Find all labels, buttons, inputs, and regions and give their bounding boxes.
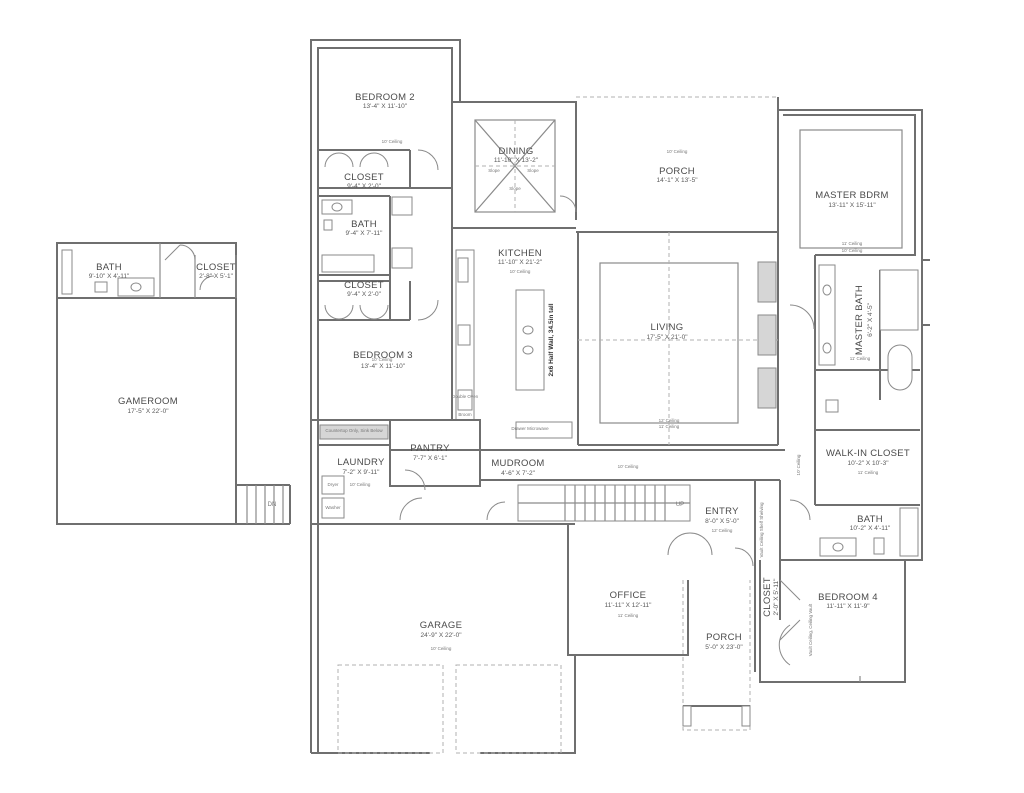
laundry-washer: Washer (325, 505, 341, 510)
entry-ceiling-note: 12' Ceiling (712, 528, 733, 533)
pantry-dim: 7'-7" X 6'-1" (413, 455, 448, 462)
laundry-label: LAUNDRY (337, 457, 385, 468)
living-dim: 17'-5" X 21'-0" (646, 334, 688, 341)
bedroom-wing: 10' Ceiling 10' Ceiling BEDROOM 2 13'-4"… (318, 92, 453, 420)
front-porch-dim: 5'-0" X 23'-0" (705, 644, 743, 651)
garage-label: GARAGE (420, 620, 462, 631)
bedroom2-dim: 13'-4" X 11'-10" (363, 103, 408, 110)
office-dim: 11'-11" X 12'-11" (605, 602, 653, 609)
kitchen-label: KITCHEN (498, 248, 542, 259)
living-ceiling-note-1: 12' Ceiling (659, 418, 680, 423)
garage-dim: 24'-9" X 22'-0" (420, 632, 462, 639)
hall-ceiling-note: 10' Ceiling (796, 454, 801, 475)
walkin-closet-dim: 10'-2" X 10'-3" (847, 460, 889, 467)
closet-b4-label: CLOSET (762, 577, 773, 617)
back-porch-dim: 14'-1" X 13'-5" (656, 177, 698, 184)
back-porch: 10' Ceiling PORCH 14'-1" X 13'-5" (656, 149, 698, 184)
back-porch-label: PORCH (659, 166, 695, 177)
gameroom-closet-dim: 2'-8" X 5'-1" (199, 273, 234, 280)
living-label: LIVING (651, 322, 684, 333)
gameroom-bath-dim: 9'-10" X 4'-11" (89, 273, 130, 280)
kitchen: KITCHEN 11'-10" X 21'-2" 10' Ceiling 2x6… (452, 248, 573, 439)
mudroom-dim: 4'-6" X 7'-2" (501, 470, 536, 477)
laundry-ceiling-note: 10' Ceiling (350, 482, 371, 487)
stairs-down-label: DN (268, 502, 277, 508)
bedroom4-label: BEDROOM 4 (818, 592, 878, 603)
bedroom3-ceiling-note: 10' Ceiling (372, 357, 393, 362)
kitchen-island-note: 2x6 Half Wall, 34.5in tall (548, 303, 555, 376)
kitchen-ceiling-note: 10' Ceiling (510, 269, 531, 274)
entry-label: ENTRY (705, 506, 739, 517)
dining-room: DINING 11'-10" X 13'-2" Slope Slope Slop… (474, 119, 577, 213)
utility-area: UP PANTRY 7'-7" X 6'-1" LAUNDRY 7'-2" X … (318, 419, 691, 522)
closet-b4-dim: 2'-0" X 5'-11" (773, 578, 780, 616)
master-bdrm-label: MASTER BDRM (815, 190, 889, 201)
living-ceiling-note-2: 11' Ceiling (659, 424, 680, 429)
master-bath-ceiling-note: 11' Ceiling (850, 356, 871, 361)
master-ceiling-note-1: 11' Ceiling (842, 241, 863, 246)
garage: GARAGE 24'-9" X 22'-0" 10' Ceiling (337, 620, 562, 754)
bedroom3-dim: 13'-4" X 11'-10" (361, 363, 406, 370)
walkin-closet-label: WALK-IN CLOSET (826, 448, 910, 459)
laundry-counter-note: Countertop Only, Sink Below (325, 428, 383, 433)
bedroom2-label: BEDROOM 2 (355, 92, 415, 103)
bedroom4-entry: BEDROOM 4 11'-11" X 11'-9" Vault Ceiling… (667, 454, 905, 672)
master-suite: 11' Ceiling 10' Ceiling MASTER BDRM 13'-… (789, 129, 920, 557)
dining-dim: 11'-10" X 13'-2" (494, 157, 539, 164)
closet-b2-dim: 9'-4" X 2'-0" (347, 183, 382, 190)
walkin-ceiling-note: 11' Ceiling (858, 470, 879, 475)
pantry-label: PANTRY (410, 443, 450, 454)
dining-label: DINING (498, 146, 533, 157)
laundry-dim: 7'-2" X 9'-11" (343, 469, 381, 476)
bedroom2-ceiling-note: 10' Ceiling (382, 139, 403, 144)
garage-ceiling-note: 10' Ceiling (431, 646, 452, 651)
dining-slope-right: Slope (527, 168, 539, 173)
bedroom4-dim: 11'-11" X 11'-9" (826, 603, 870, 610)
bedroom3-label: BEDROOM 3 (353, 350, 413, 361)
kitchen-drawer-note: Drawer Microwave (511, 426, 549, 431)
master-ceiling-note-2: 10' Ceiling (842, 248, 863, 253)
laundry-dryer: Dryer (328, 482, 340, 487)
gameroom-bath-label: BATH (96, 262, 122, 273)
master-bdrm-dim: 13'-11" X 15'-11" (828, 202, 876, 209)
stairs-up-label: UP (676, 502, 684, 508)
entry-shelf-note: Vault Ceiling Shelf Shelving (759, 502, 764, 557)
kitchen-broom-note: Broom (458, 412, 472, 417)
mudroom-ceiling-note: 10' Ceiling (618, 464, 639, 469)
closet-b3-label: CLOSET (344, 280, 384, 291)
gameroom-wing: BATH 9'-10" X 4'-11" CLOSET 2'-8" X 5'-1… (56, 242, 291, 525)
master-bath-dim: 6'-2" X 4'-5" (867, 302, 874, 337)
gameroom-closet-label: CLOSET (196, 262, 236, 273)
office-ceiling-note: 11' Ceiling (618, 613, 639, 618)
front-porch-label: PORCH (706, 632, 742, 643)
bath4-dim: 10'-2" X 4'-11" (850, 525, 891, 532)
main-house-walls (310, 39, 930, 754)
gameroom-label: GAMEROOM (118, 396, 178, 407)
back-porch-note: 10' Ceiling (667, 149, 688, 154)
office-porch: OFFICE 11'-11" X 12'-11" 11' Ceiling POR… (605, 590, 744, 651)
master-bath-label: MASTER BATH (854, 285, 865, 355)
hall-bath-dim: 9'-4" X 7'-11" (346, 230, 384, 237)
gameroom-dim: 17'-5" X 22'-0" (127, 408, 169, 415)
kitchen-dim: 11'-10" X 21'-2" (498, 259, 543, 266)
office-label: OFFICE (610, 590, 647, 601)
closet-b3-dim: 9'-4" X 2'-0" (347, 291, 382, 298)
living-room: LIVING 17'-5" X 21'-0" 12' Ceiling 11' C… (578, 232, 778, 445)
mudroom-label: MUDROOM (491, 458, 544, 469)
kitchen-oven-note: Double Oven (452, 394, 479, 399)
bath4-label: BATH (857, 514, 883, 525)
dining-slope-bottom: Slope (509, 186, 521, 191)
dining-slope-left: Slope (488, 168, 500, 173)
hall-bath-label: BATH (351, 219, 377, 230)
bedroom4-ceiling-note: Vault Ceiling, Ceiling Vault (808, 603, 813, 656)
closet-b2-label: CLOSET (344, 172, 384, 183)
entry-dim: 8'-0" X 5'-0" (705, 518, 740, 525)
